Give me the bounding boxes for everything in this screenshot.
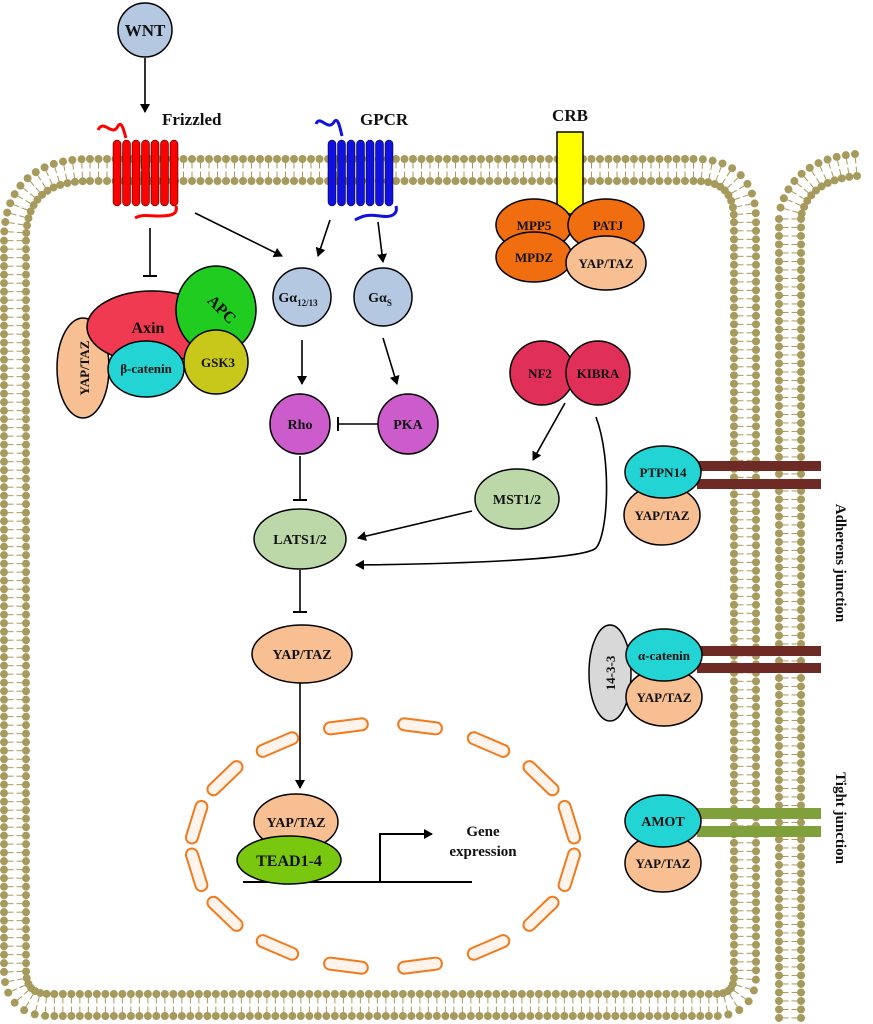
kibra-node — [565, 340, 631, 406]
beta-catenin-node — [107, 340, 185, 398]
gsk3-label: GSK3 — [201, 355, 235, 370]
g-alpha-s-node: GαS — [353, 267, 413, 327]
g-alpha-12-13-subscript: 12/13 — [297, 298, 318, 308]
rho-node: Rho — [269, 393, 331, 455]
mst-node: MST1/2 — [474, 468, 560, 530]
beta-catenin-label: β-catenin — [120, 361, 172, 376]
frizzled-label: Frizzled — [162, 110, 222, 129]
g-alpha-12-13-label: Gα — [278, 291, 297, 306]
kibra-label: KIBRA — [577, 366, 620, 381]
lats-node: LATS1/2 — [253, 508, 347, 570]
alpha-catenin-complex: 14-3-3 YAP/TAZ α-catenin — [588, 624, 703, 727]
g-alpha-s-label: Gα — [368, 291, 387, 306]
ptpn14-node — [624, 445, 702, 499]
yap-destruction-label: YAP/TAZ — [77, 340, 92, 395]
wnt-label: WNT — [125, 21, 166, 40]
mpp5-label: MPP5 — [517, 218, 552, 233]
yap-taz-node: YAP/TAZ — [251, 624, 353, 684]
alpha-catenin-label: α-catenin — [638, 648, 691, 663]
yap-crb-node — [565, 235, 647, 291]
nucleus-envelope — [184, 717, 582, 975]
adherens-junction-bottom — [697, 646, 821, 673]
adherens-junction-top — [697, 461, 821, 489]
yap-amot-label: YAP/TAZ — [636, 856, 691, 871]
yap-alpha-label: YAP/TAZ — [637, 690, 692, 705]
adherens-junction-label: Adherens junction — [832, 504, 848, 623]
yap-ptpn14-label: YAP/TAZ — [635, 508, 690, 523]
rho-label: Rho — [288, 418, 313, 433]
gsk3-node — [183, 329, 249, 395]
svg-text:Gα12/13: Gα12/13 — [278, 291, 318, 308]
nf2-kibra-complex: NF2 KIBRA — [509, 340, 631, 406]
yap-nuclear-label: YAP/TAZ — [266, 816, 325, 831]
crb-stalk — [556, 131, 584, 215]
pka-node: PKA — [377, 393, 439, 455]
crb-label: CRB — [552, 106, 588, 125]
mpdz-label: MPDZ — [515, 250, 554, 265]
g-alpha-s-subscript: S — [387, 298, 392, 308]
wnt-node: WNT — [117, 2, 173, 58]
tead-node — [236, 835, 342, 885]
nuclear-complex: YAP/TAZ TEAD1-4 — [236, 793, 342, 885]
tight-junction-bars — [697, 808, 821, 837]
yap-taz-label: YAP/TAZ — [272, 648, 331, 663]
yap-crb-label: YAP/TAZ — [579, 256, 634, 271]
pathway-arrows — [140, 58, 608, 789]
axin-label: Axin — [132, 320, 165, 337]
alpha-catenin-node — [625, 628, 703, 682]
crb-complex: MPP5 PATJ MPDZ YAP/TAZ — [495, 198, 647, 291]
ptpn14-complex: YAP/TAZ PTPN14 — [623, 445, 702, 546]
amot-label: AMOT — [641, 815, 685, 830]
gpcr-label: GPCR — [360, 110, 409, 129]
tead-label: TEAD1-4 — [256, 853, 322, 870]
svg-text:GαS: GαS — [368, 291, 392, 308]
lats-label: LATS1/2 — [273, 533, 326, 548]
tight-junction-label: Tight junction — [832, 772, 848, 864]
cell-membrane — [0, 150, 862, 1022]
amot-complex: YAP/TAZ AMOT — [624, 794, 702, 893]
p1433-label: 14-3-3 — [603, 655, 618, 690]
patj-label: PATJ — [593, 218, 624, 233]
gene-expression-label-line1: Gene — [466, 824, 500, 840]
pka-label: PKA — [393, 418, 423, 433]
gene-expression-label-line2: expression — [449, 844, 517, 860]
frizzled-receptor — [96, 123, 179, 220]
amot-node — [624, 794, 702, 848]
mst-label: MST1/2 — [493, 493, 541, 508]
g-alpha-12-13-node: Gα12/13 — [272, 267, 332, 327]
p1433-node — [588, 624, 632, 722]
nf2-label: NF2 — [528, 366, 552, 381]
gpcr-receptor — [314, 119, 398, 222]
destruction-complex: YAP/TAZ Axin APC GSK3 β-catenin — [56, 265, 257, 419]
ptpn14-label: PTPN14 — [640, 465, 687, 480]
